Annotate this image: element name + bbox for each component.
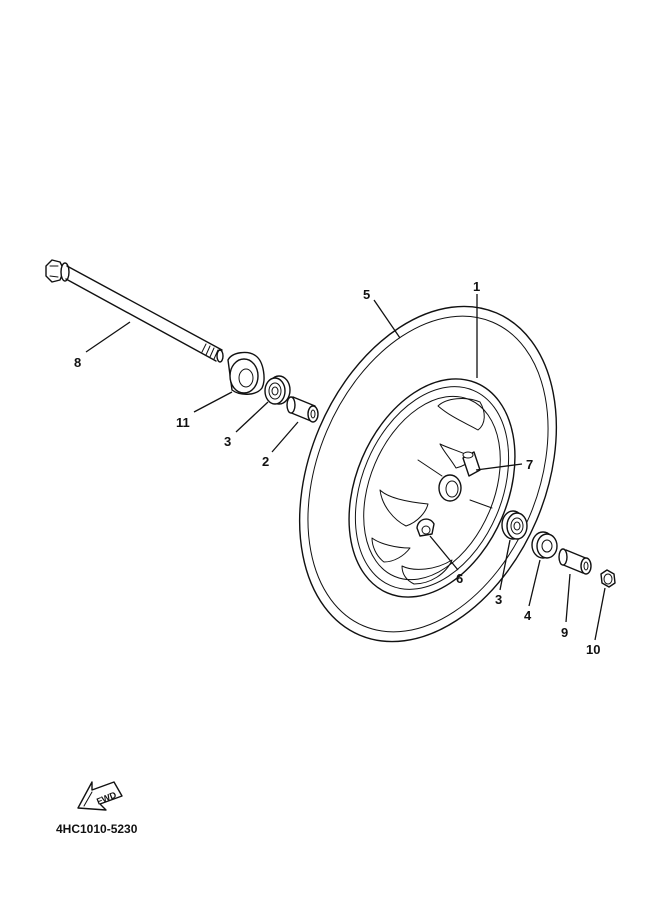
collar-9 (558, 548, 592, 575)
callout-3-right: 3 (495, 592, 502, 607)
leader-lines (85, 294, 606, 641)
callout-4: 4 (524, 608, 532, 623)
callout-8: 8 (74, 355, 81, 370)
wheel-rim (348, 378, 516, 598)
collar-11 (227, 351, 265, 395)
callout-labels: 8 1 5 11 3 2 7 6 3 4 9 10 (74, 279, 600, 657)
callout-2: 2 (262, 454, 269, 469)
callout-3-left: 3 (224, 434, 231, 449)
tire (298, 305, 558, 643)
callout-5: 5 (363, 287, 370, 302)
bearing-right (501, 510, 528, 540)
bearing-left (264, 375, 291, 405)
nut (600, 569, 616, 588)
callout-11: 11 (176, 415, 190, 430)
oil-seal (531, 531, 558, 559)
axle (45, 259, 224, 363)
wheel-spokes (371, 398, 493, 585)
spacer (286, 396, 319, 423)
gear-unit (416, 518, 435, 537)
callout-7: 7 (526, 457, 533, 472)
part-code: 4HC1010-5230 (56, 822, 138, 836)
callout-1: 1 (473, 279, 480, 294)
callout-6: 6 (456, 571, 463, 586)
forward-arrow-icon: FWD (77, 781, 123, 811)
callout-9: 9 (561, 625, 568, 640)
callout-10: 10 (586, 642, 600, 657)
valve-stem (462, 451, 481, 477)
